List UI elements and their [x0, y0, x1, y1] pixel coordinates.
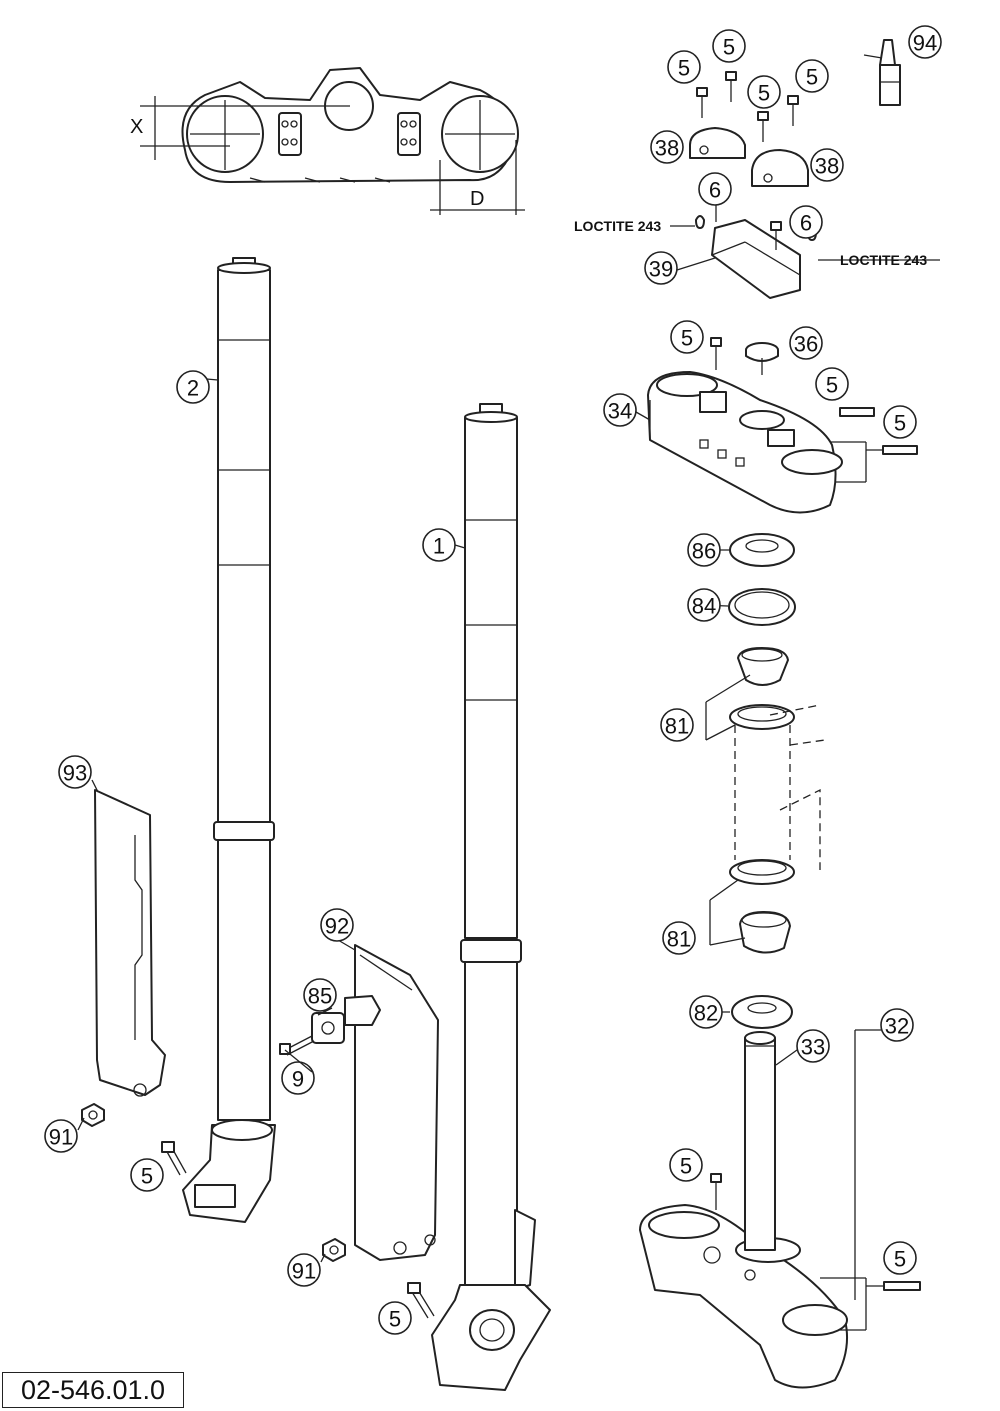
loctite-bottle-94	[879, 39, 901, 106]
callout-86: 86	[692, 539, 716, 564]
drawing-reference-number: 02-546.01.0	[2, 1372, 184, 1408]
callout-94: 94	[913, 31, 937, 56]
seal-82	[731, 995, 793, 1029]
bearing-81-lower	[739, 911, 791, 954]
loctite-label-left: LOCTITE 243	[574, 218, 661, 234]
callout-5-top-c: 5	[758, 81, 770, 106]
seal-ring-84	[728, 588, 796, 626]
frame-head-tube	[734, 704, 826, 870]
callout-5-top-b: 5	[723, 35, 735, 60]
callout-5-upper-clamp-top: 5	[681, 326, 693, 351]
callout-92: 92	[325, 914, 349, 939]
callouts: 5 5 5 5 94 38 38 6 6 39 5 36 5 5 34 86 8…	[44, 25, 942, 1335]
bearing-81-upper	[737, 647, 789, 686]
callout-5-leg1: 5	[389, 1307, 401, 1332]
callout-6-left: 6	[709, 178, 721, 203]
bolts-5-top	[696, 71, 799, 142]
callout-5-lower-clamp-top: 5	[680, 1154, 692, 1179]
lower-triple-clamp-32	[639, 1204, 848, 1389]
callout-5-top-d: 5	[806, 65, 818, 90]
callout-91-center: 91	[292, 1259, 316, 1284]
brake-line-clamp-85	[311, 995, 381, 1044]
callout-5-leg2: 5	[141, 1164, 153, 1189]
callout-1: 1	[433, 534, 445, 559]
bearing-race-81-lower	[729, 859, 795, 885]
callout-2: 2	[187, 376, 199, 401]
callout-5-upper-clamp-side: 5	[894, 411, 906, 436]
callout-38-left: 38	[655, 136, 679, 161]
nut-91-left	[81, 1103, 105, 1127]
callout-5-upper-clamp-middle: 5	[826, 373, 838, 398]
callout-82: 82	[694, 1001, 718, 1026]
callout-91-left: 91	[49, 1125, 73, 1150]
callout-85: 85	[308, 984, 332, 1009]
callout-34: 34	[608, 399, 632, 424]
handlebar-clamp-38-right	[751, 149, 809, 187]
callout-33: 33	[801, 1035, 825, 1060]
callout-81-lower: 81	[667, 927, 691, 952]
fork-guard-93	[94, 789, 166, 1097]
bearing-race-81-upper	[729, 704, 795, 730]
fork-leg-2	[182, 257, 276, 1223]
handlebar-clamp-38-left	[689, 127, 746, 159]
callout-6-right: 6	[800, 211, 812, 236]
dimension-label-d: D	[470, 188, 484, 210]
bolt-5-leg2	[161, 1141, 187, 1176]
callout-84: 84	[692, 594, 716, 619]
callout-39: 39	[649, 257, 673, 282]
callout-32: 32	[885, 1014, 909, 1039]
handlebar-mount-39	[711, 219, 801, 299]
fork-guard-92	[354, 944, 439, 1261]
steering-stem-33	[744, 1031, 776, 1251]
fork-leg-1	[431, 403, 551, 1391]
bolt-9	[279, 1035, 315, 1056]
dimension-label-x: X	[130, 116, 143, 138]
callout-36: 36	[794, 332, 818, 357]
callout-5-top-a: 5	[678, 56, 690, 81]
upper-triple-clamp-34	[647, 371, 843, 514]
callout-5-lower-clamp-side: 5	[894, 1247, 906, 1272]
nut-91-center	[322, 1238, 346, 1262]
bolt-5-leg1	[407, 1282, 435, 1319]
bearing-group-leaders	[705, 674, 751, 946]
callout-9: 9	[292, 1067, 304, 1092]
bolts-5-upper-clamp	[710, 337, 918, 483]
dust-seal-86	[729, 533, 795, 567]
steering-nut-36	[745, 342, 779, 375]
triple-clamp-top-view	[140, 67, 525, 215]
loctite-label-right: LOCTITE 243	[840, 252, 927, 268]
callout-93: 93	[63, 761, 87, 786]
callout-38-right: 38	[815, 154, 839, 179]
bolts-5-lower-clamp	[710, 1173, 921, 1331]
callout-81-upper: 81	[665, 714, 689, 739]
